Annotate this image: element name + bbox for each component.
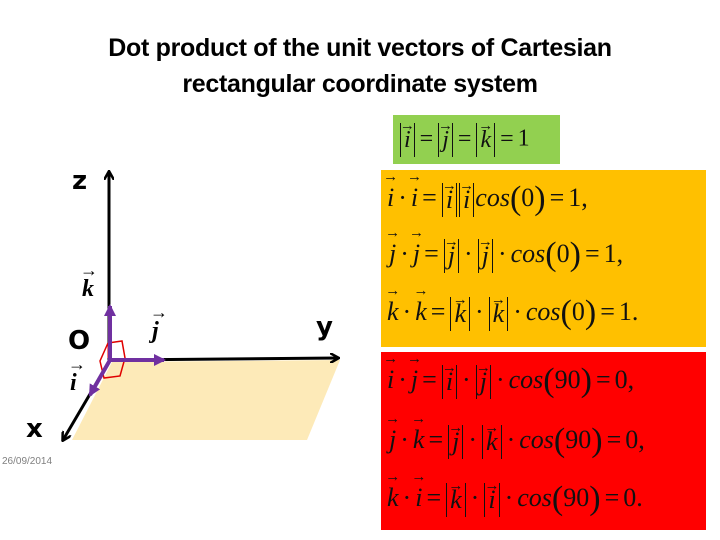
z-axis-label: z <box>72 166 88 196</box>
equation-k-dot-i: k·i=k·i·cos(90)=0. <box>387 480 643 518</box>
perpendicular-dot-products-box: i·j=i·j·cos(90)=0, j·k=j·k·cos(90)=0, k·… <box>381 352 706 530</box>
x-axis-label: x <box>26 414 43 444</box>
y-axis-label: y <box>316 312 333 342</box>
equation-k-dot-k: k·k=k·k·cos(0)=1. <box>387 294 638 332</box>
equation-j-dot-k: j·k=j·k·cos(90)=0, <box>389 422 645 460</box>
slide-title: Dot product of the unit vectors of Carte… <box>0 30 720 102</box>
vector-j-label: j <box>150 302 167 345</box>
slide-date: 26/09/2014 <box>2 456 53 467</box>
equation-i-dot-j: i·j=i·j·cos(90)=0, <box>387 362 634 400</box>
title-line-1: Dot product of the unit vectors of Carte… <box>108 34 612 62</box>
equation-j-dot-j: j·j=j·j·cos(0)=1, <box>389 236 623 274</box>
magnitude-equation: i=j=k=1 <box>399 123 530 157</box>
parallel-dot-products-box: i·i=iicos(0)=1, j·j=j·j·cos(0)=1, k·k=k·… <box>381 170 706 347</box>
vector-i-label: i <box>68 354 85 397</box>
right-angle-marker <box>99 340 126 379</box>
title-line-2: rectangular coordinate system <box>182 70 538 98</box>
origin-label: O <box>68 326 91 356</box>
unit-vector-i <box>88 359 112 397</box>
vector-k-label: k <box>80 260 98 303</box>
xy-plane <box>72 360 340 440</box>
magnitude-box: i=j=k=1 <box>393 115 560 164</box>
equation-i-dot-i: i·i=iicos(0)=1, <box>387 180 588 218</box>
